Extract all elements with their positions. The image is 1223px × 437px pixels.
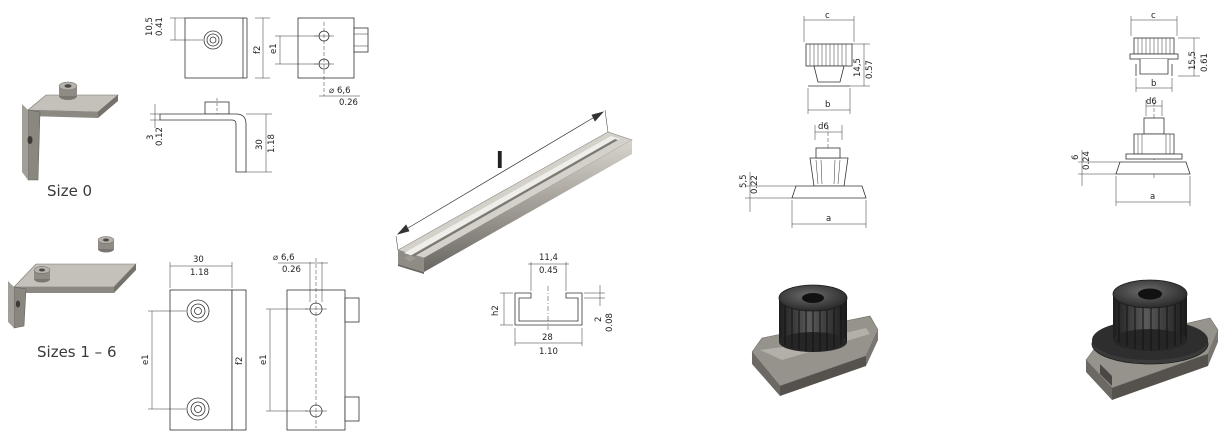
- s16-hole-mm: 6,6: [281, 253, 295, 263]
- bracket-sizes16-render: [8, 236, 137, 329]
- nut-large-h-mm: 15,5: [1188, 51, 1198, 70]
- s0-side-e1: e1: [269, 43, 279, 54]
- rail-slot-mm: 11,4: [539, 253, 558, 263]
- nut-large-bh-in: 0.24: [1082, 151, 1092, 170]
- nut-small-b: b: [825, 100, 830, 110]
- s0-front-h-in: 1.18: [267, 134, 277, 153]
- nut-small-a: a: [826, 214, 831, 224]
- nut-large-front-view: [1078, 100, 1191, 206]
- s0-front-h-mm: 30: [255, 139, 265, 150]
- rail-w-mm: 28: [542, 333, 553, 343]
- rail-length-symbol: l: [496, 149, 504, 174]
- bracket-size0-render: [22, 81, 119, 181]
- rail-slot-in: 0.45: [539, 266, 558, 276]
- nut-large-d6: d6: [1146, 97, 1157, 107]
- nut-small-render: [751, 284, 879, 396]
- bracket-size0-side-view: [275, 17, 369, 97]
- nut-small-d6: d6: [818, 122, 829, 132]
- nut-large-a: a: [1150, 192, 1155, 202]
- s0-front-t-mm: 3: [146, 135, 156, 140]
- rail-length-dimension: [395, 109, 609, 251]
- s16-hole-in: 0.26: [282, 265, 301, 275]
- s0-top-h-mm: 10,5: [145, 17, 155, 36]
- s16-hole-symbol: ⌀: [273, 253, 278, 263]
- nut-large-bh-mm: 6: [1071, 155, 1081, 160]
- bracket-sizes16-side-view: [266, 258, 360, 431]
- nut-large-b: b: [1151, 79, 1156, 89]
- s0-top-f2: f2: [253, 46, 263, 54]
- rail-render: [397, 131, 633, 274]
- s16-top-e1: e1: [141, 354, 151, 365]
- nut-small-bh-mm: 5,5: [739, 174, 749, 188]
- size-0-label: Size 0: [47, 182, 93, 200]
- bracket-size0-top-view: [170, 17, 270, 79]
- s0-front-t-in: 0.12: [155, 127, 165, 146]
- s16-top-w-mm: 30: [193, 255, 204, 265]
- rail-h2: h2: [491, 305, 501, 316]
- s0-hole-symbol: ⌀: [329, 86, 334, 96]
- nut-small-front-view: [745, 125, 867, 228]
- bracket-sizes16-top-view: [148, 262, 247, 431]
- s0-hole-in: 0.26: [339, 98, 358, 108]
- s16-top-w-in: 1.18: [190, 268, 209, 278]
- rail-t-mm: 2: [594, 317, 604, 322]
- nut-small-top-view: [803, 16, 870, 114]
- nut-large-c: c: [1151, 11, 1156, 21]
- nut-small-h-in: 0.57: [865, 60, 875, 79]
- nut-small-c: c: [825, 11, 830, 21]
- rail-w-in: 1.10: [539, 347, 558, 357]
- s16-top-f2: f2: [235, 357, 245, 365]
- nut-large-top-view: [1129, 16, 1200, 92]
- rail-profile-section: [500, 262, 605, 346]
- nut-small-bh-in: 0.22: [750, 175, 760, 194]
- bracket-size0-front-view: [150, 98, 272, 173]
- rail-t-in: 0.08: [605, 313, 615, 332]
- s0-top-h-in: 0.41: [155, 17, 165, 36]
- nut-large-render: [1085, 279, 1219, 400]
- s16-side-e1: e1: [259, 354, 269, 365]
- nut-small-h-mm: 14,5: [853, 58, 863, 77]
- nut-large-h-in: 0.61: [1200, 53, 1210, 72]
- sizes-1-6-label: Sizes 1 – 6: [37, 343, 117, 361]
- s0-hole-mm: 6,6: [337, 86, 351, 96]
